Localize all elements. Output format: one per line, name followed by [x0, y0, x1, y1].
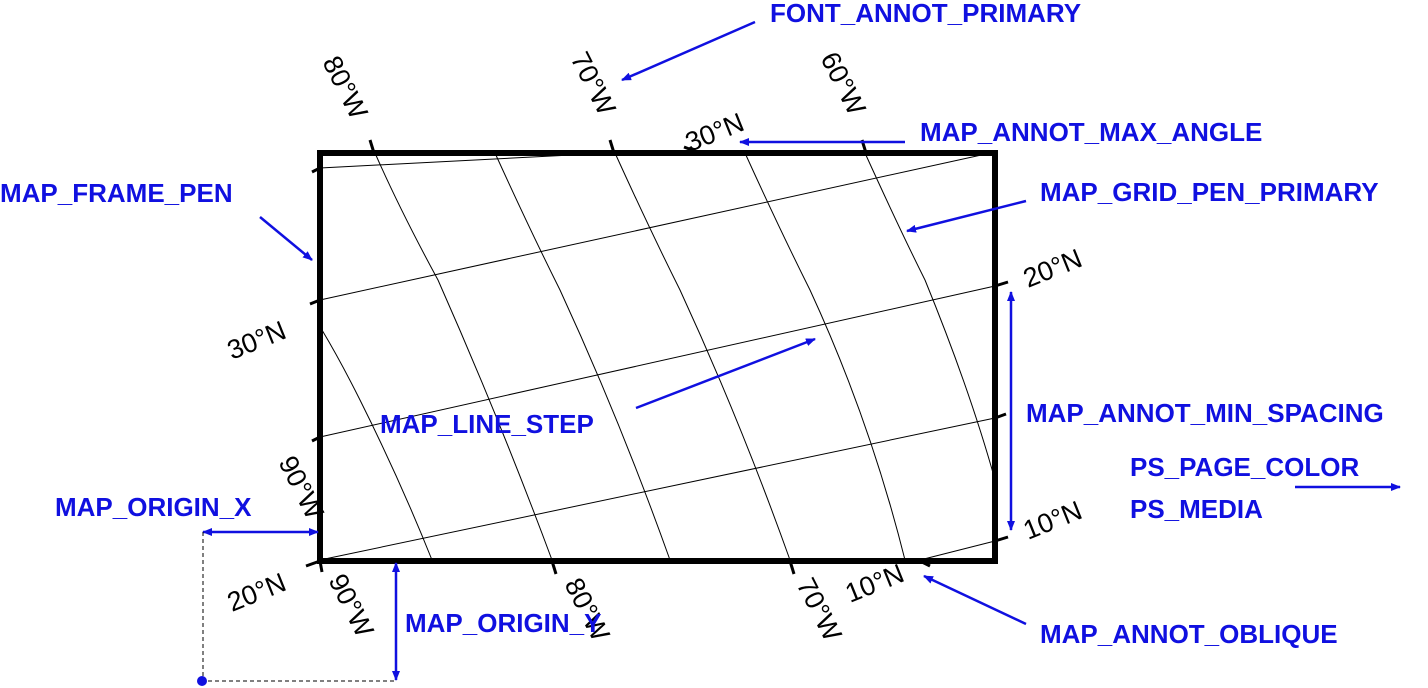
label-map-frame-pen: MAP_FRAME_PEN	[0, 178, 233, 208]
tick	[550, 560, 558, 575]
grid-line-lat	[919, 540, 996, 561]
tick	[368, 139, 376, 154]
grid-line-lon	[864, 152, 996, 481]
label-ps-page-color: PS_PAGE_COLOR	[1130, 452, 1359, 482]
annot-bottom-10n: 10°N	[841, 558, 908, 608]
tick	[305, 559, 321, 568]
tick	[919, 559, 931, 568]
tick	[994, 535, 1009, 543]
tick	[608, 139, 616, 154]
grid-line-lat	[319, 417, 996, 561]
label-map-grid-pen-primary: MAP_GRID_PEN_PRIMARY	[1040, 177, 1379, 207]
label-font-annot-primary: FONT_ANNOT_PRIMARY	[770, 0, 1081, 28]
tick	[994, 412, 1007, 420]
label-map-origin-x: MAP_ORIGIN_X	[55, 492, 252, 522]
tick	[318, 560, 324, 573]
tick	[311, 166, 321, 174]
label-map-annot-max-angle: MAP_ANNOT_MAX_ANGLE	[920, 117, 1262, 147]
annot-left-30n: 30°N	[223, 315, 290, 365]
arrow-map-line-step	[635, 337, 816, 410]
arrow-map-grid-pen-primary	[906, 199, 1027, 233]
grid-line-lon	[744, 152, 906, 561]
tick	[683, 145, 701, 155]
annot-right-10n: 10°N	[1019, 495, 1086, 545]
annot-bottom-90w: 90°W	[323, 569, 380, 642]
map-grid	[319, 151, 996, 561]
annot-top-70w: 70°W	[565, 47, 622, 120]
label-map-annot-min-spacing: MAP_ANNOT_MIN_SPACING	[1026, 398, 1384, 428]
grid-line-lon	[494, 152, 671, 561]
tick	[994, 280, 1009, 288]
grid-line-lon	[614, 152, 791, 561]
label-map-origin-y: MAP_ORIGIN_Y	[405, 608, 602, 638]
annot-right-20n: 20°N	[1019, 243, 1086, 293]
tick	[309, 298, 321, 306]
grid-line-lat	[319, 151, 996, 301]
label-map-line-step: MAP_LINE_STEP	[380, 409, 594, 439]
arrow-map-frame-pen	[259, 216, 313, 261]
parameter-labels: FONT_ANNOT_PRIMARY MAP_ANNOT_MAX_ANGLE M…	[0, 0, 1384, 649]
tick	[311, 435, 321, 443]
grid-line-lat	[319, 285, 996, 438]
annot-top-80w: 80°W	[317, 51, 374, 124]
grid-line-lon	[374, 152, 553, 561]
origin-box	[197, 532, 396, 686]
grid-line-lon	[321, 329, 433, 561]
map-frame	[317, 150, 998, 564]
annot-left-20n: 20°N	[223, 567, 290, 617]
origin-point	[197, 676, 207, 686]
annot-top-60w: 60°W	[815, 47, 872, 120]
arrow-font-annot-primary	[621, 20, 756, 82]
tick	[788, 560, 796, 575]
label-map-annot-oblique: MAP_ANNOT_OBLIQUE	[1040, 619, 1338, 649]
annot-bottom-70w: 70°W	[791, 573, 848, 646]
annotation-ticks	[305, 139, 1009, 575]
arrow-map-annot-oblique	[923, 574, 1027, 626]
label-ps-media: PS_MEDIA	[1130, 494, 1263, 524]
callout-arrows	[202, 20, 1401, 681]
